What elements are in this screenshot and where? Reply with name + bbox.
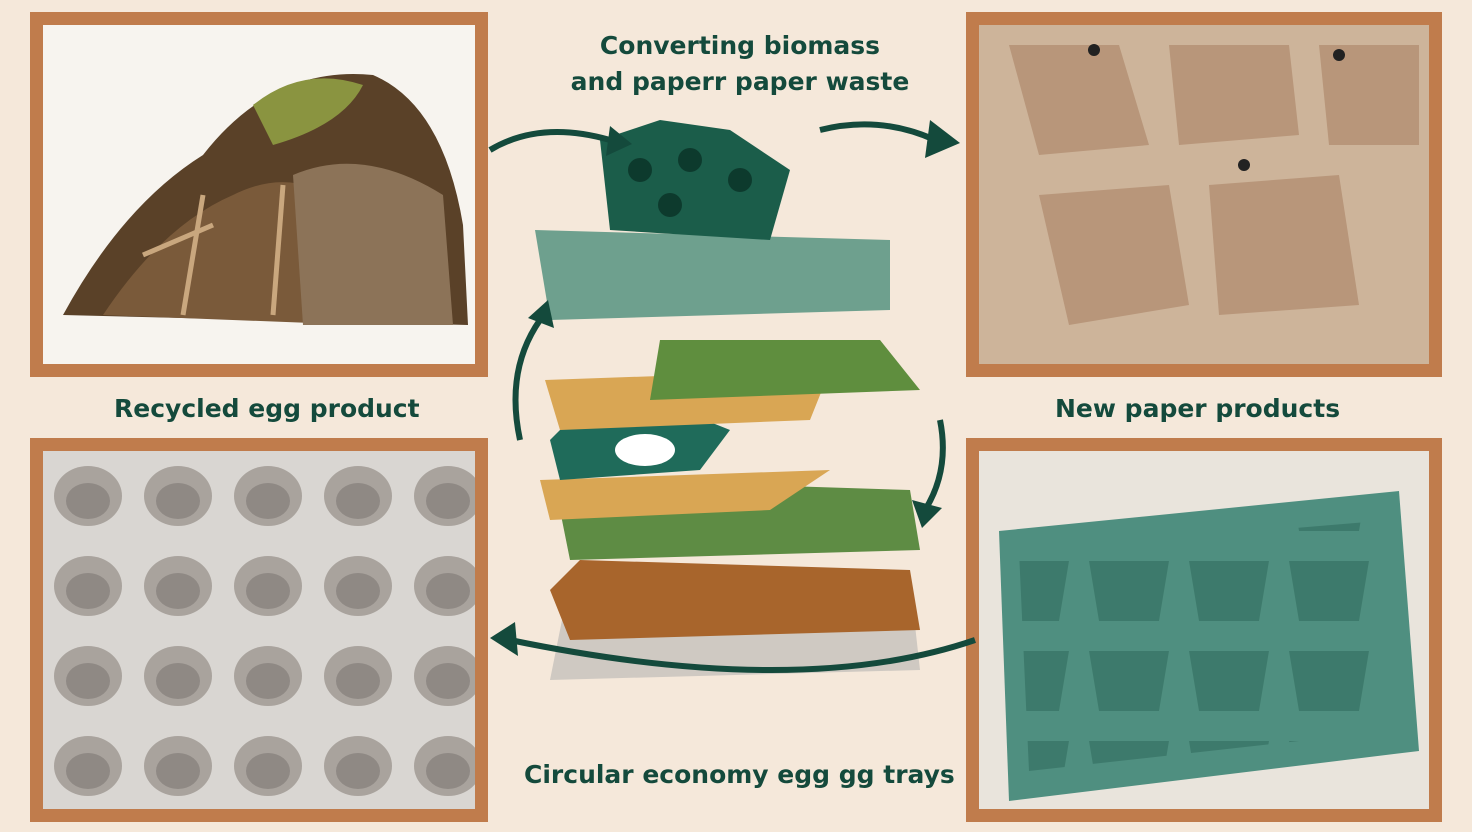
biomass-waste-image [30, 12, 488, 377]
label-circular-economy: Circular economy egg gg trays [524, 760, 955, 789]
arrowhead-icon [490, 622, 518, 656]
recycled-egg-tray-image [30, 438, 488, 822]
arrowhead-icon [528, 300, 554, 328]
arrowhead-icon [912, 500, 942, 528]
label-recycled-egg-product: Recycled egg product [114, 394, 420, 423]
label-new-paper-products: New paper products [1055, 394, 1341, 423]
green-egg-tray-image [966, 438, 1442, 822]
new-paper-products-image [966, 12, 1442, 377]
arrow-to-left [509, 637, 976, 673]
title-line-1: Converting biomass [599, 31, 881, 60]
diagram-title: Converting biomass and paperr paper wast… [540, 28, 940, 100]
arrowhead-icon [606, 126, 632, 156]
arrowhead-icon [925, 120, 960, 158]
material-layers-illustration [535, 120, 920, 680]
arrow-up-left [512, 318, 543, 441]
title-line-2: and paperr paper waste [570, 67, 910, 96]
arrow-to-center [488, 129, 611, 153]
arrow-down-right [922, 419, 946, 512]
arrow-to-new-products [819, 121, 937, 143]
